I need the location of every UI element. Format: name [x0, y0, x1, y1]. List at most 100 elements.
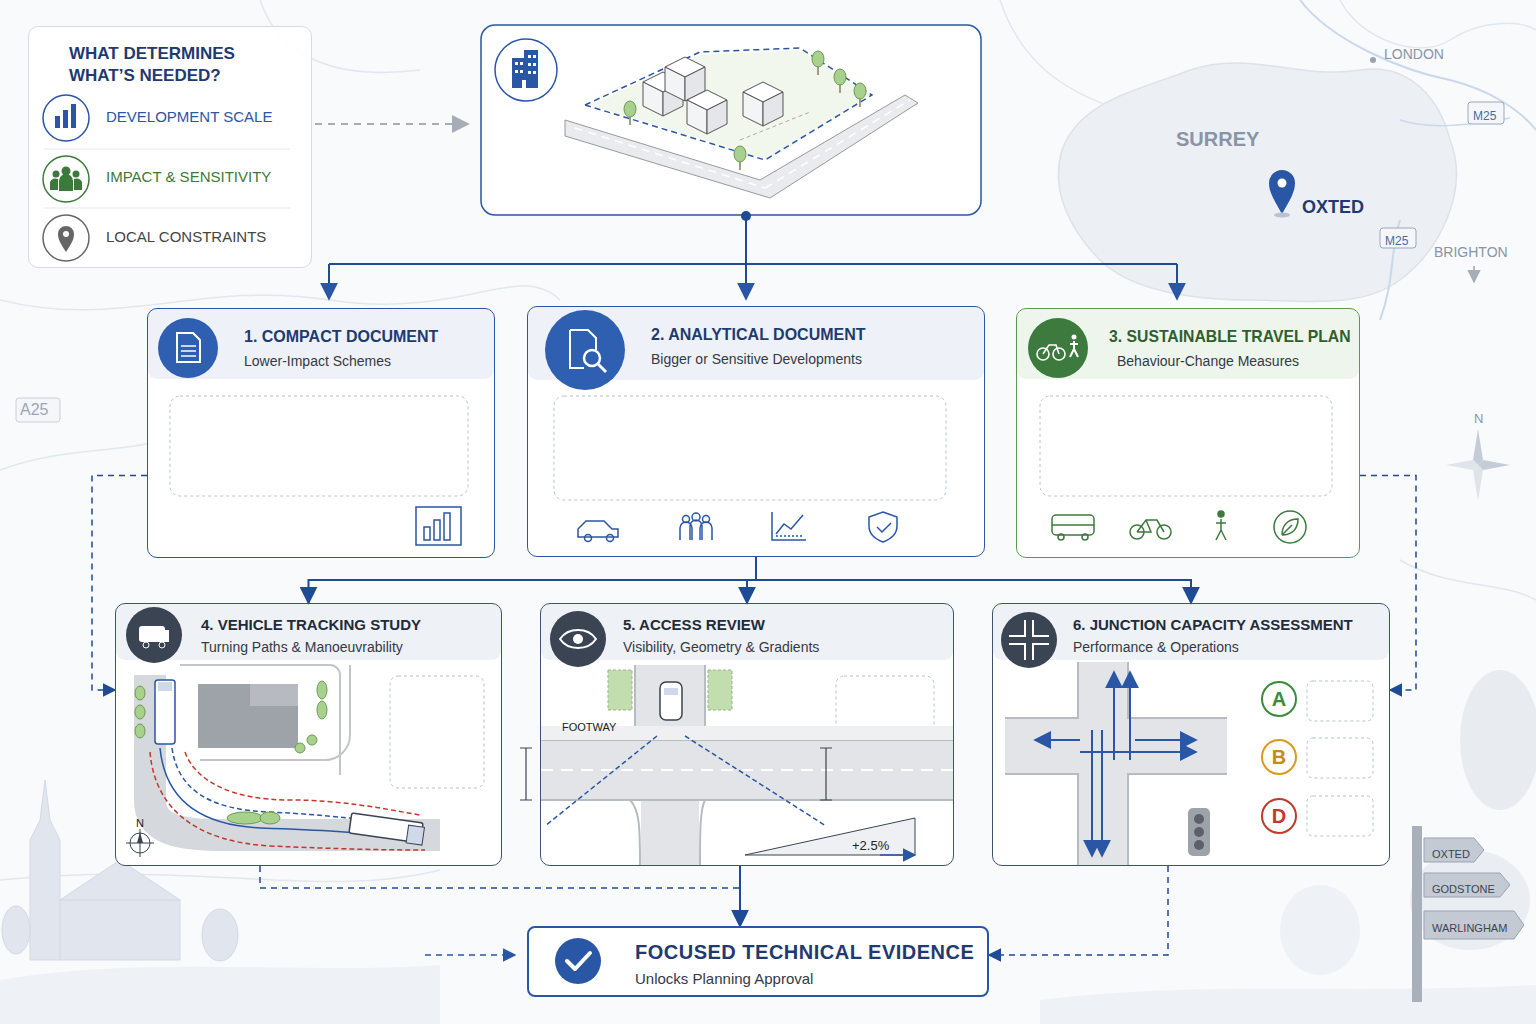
church-silhouette-part: [30, 780, 60, 960]
access-review-drawing-part: [660, 682, 682, 720]
placeholder-panels-part: [390, 676, 484, 788]
junction-drawing-part: [1194, 827, 1204, 837]
node-title: 2. ANALYTICAL DOCUMENT: [651, 325, 866, 345]
card-fills-part: [527, 306, 985, 557]
site-illustration-part-part: [520, 70, 523, 73]
travel-icons-part: [1052, 524, 1094, 526]
card-fills-part: [1017, 309, 1359, 379]
region-name-holder: SURREY: [1176, 128, 1259, 151]
site-illustration-part: [687, 90, 727, 134]
connector-arrow: [739, 866, 741, 926]
surrey-region-part: [1370, 57, 1376, 63]
surrey-region-part: [1278, 179, 1287, 188]
node-subtitle: LOCAL CONSTRAINTS: [106, 227, 266, 246]
site-illustration-part-part: [515, 62, 518, 65]
criteria-icons-part: [315, 123, 468, 125]
site-illustration-part: [1176, 264, 1178, 299]
compass-rose: [1446, 429, 1510, 501]
site-illustration-part: [854, 83, 866, 107]
site-illustration-part-part: [515, 70, 518, 73]
mini-icons-part: [434, 520, 440, 540]
surrey-region-part: [1473, 266, 1475, 282]
placeholder-panels-part: [554, 396, 946, 500]
street-label: FOOTWAY: [562, 721, 616, 733]
node-title: B: [1272, 745, 1286, 770]
vehicle-tracking-drawing-part: [185, 752, 420, 815]
site-illustration-part: [812, 51, 824, 75]
church-silhouette-part: [202, 909, 238, 961]
criteria-panel: WHAT DETERMINES WHAT’S NEEDED?DEVELOPMEN…: [28, 26, 312, 268]
card-fills-part: [1016, 308, 1360, 558]
vehicle-tracking-drawing-part: [150, 675, 440, 835]
site-illustration-part-part: [528, 63, 531, 66]
travel-icons-part: [1058, 534, 1064, 540]
compass-letter: N: [136, 817, 144, 829]
vehicle-tracking-drawing-part-part: [227, 812, 263, 824]
site-illustration-part: [740, 112, 810, 140]
access-review-drawing: [520, 665, 953, 866]
mini-icons-part: [444, 513, 450, 540]
trees-signpost-part: [1410, 850, 1530, 950]
junction-drawing-part: [1194, 840, 1204, 850]
vehicle-tracking-drawing-part: [137, 832, 143, 843]
trees-signpost-part: [1424, 873, 1510, 897]
card-icons-part: [139, 626, 165, 642]
trees-signpost-part: [1468, 102, 1504, 124]
site-illustration-part: [624, 101, 636, 125]
vehicle-tracking-drawing-part-part: [260, 812, 280, 824]
access-review-drawing-part: [608, 670, 632, 710]
travel-plan-card: 3. SUSTAINABLE TRAVEL PLANBehaviour-Chan…: [1016, 308, 1360, 558]
junction-drawing-part-part: [1035, 739, 1080, 741]
card-fills-part: [481, 25, 981, 215]
road-number-holder: A25: [20, 401, 48, 419]
connector-arrow: [92, 476, 147, 691]
travel-icons-part: [1274, 511, 1306, 543]
vehicle-tracking-drawing-part: [172, 748, 410, 826]
card-icons-part: [545, 310, 625, 390]
junction-drawing-part: [1188, 808, 1210, 856]
site-illustration-part: [734, 146, 746, 170]
access-review-drawing-part: [520, 748, 832, 800]
card-icons-part: [573, 634, 583, 644]
node-title: 5. ACCESS REVIEW: [623, 615, 765, 634]
card-icons: [126, 310, 1088, 984]
compass-rose-part: [1473, 465, 1483, 501]
mini-icons-part: [585, 535, 592, 542]
vehicle-tracking-drawing-part-part: [317, 701, 327, 719]
road-number: M25: [1473, 109, 1496, 123]
card-icons-part: [584, 350, 600, 366]
node-subtitle: Bigger or Sensitive Developments: [651, 350, 862, 368]
map-background-part: [0, 870, 440, 882]
placeholder-panels: [170, 396, 1373, 836]
card-fills-part: [115, 603, 502, 866]
map-background-part: [1400, 560, 1536, 600]
access-review-drawing-part: [708, 670, 732, 710]
place-name-holder: OXTED: [1302, 197, 1364, 218]
card-icons-part: [181, 350, 196, 352]
site-illustration-part-part: [520, 62, 523, 65]
surrey-region-part: [1058, 63, 1456, 302]
card-icons-part: [560, 630, 596, 648]
criteria-icons-part: [71, 104, 76, 128]
card-fills-part: [28, 26, 312, 268]
node-subtitle: IMPACT & SENSITIVITY: [106, 167, 271, 186]
rating-circle: B: [1261, 739, 1297, 775]
card-icons-part: [1001, 612, 1057, 668]
region-name: SURREY: [1176, 128, 1259, 150]
site-illustration-part: [495, 39, 557, 101]
travel-icons-part: [1282, 519, 1298, 535]
sign-text: GODSTONE: [1432, 883, 1495, 895]
node-subtitle: Unlocks Planning Approval: [635, 969, 813, 988]
card-icons-part: [163, 630, 169, 642]
document-card: 1. COMPACT DOCUMENTLower-Impact Schemes: [147, 308, 495, 558]
criteria-icons-part: [43, 215, 89, 261]
vehicle-tracking-drawing-part-part: [295, 743, 305, 753]
mini-icons-part: [680, 520, 712, 540]
study-card: 5. ACCESS REVIEW Visibility, Geometry & G…: [540, 603, 954, 866]
node-subtitle: DEVELOPMENT SCALE: [106, 107, 272, 126]
node-subtitle: Visibility, Geometry & Gradients: [623, 638, 819, 656]
site-illustration-part: [425, 954, 515, 956]
mini-icons-part: [869, 512, 897, 542]
